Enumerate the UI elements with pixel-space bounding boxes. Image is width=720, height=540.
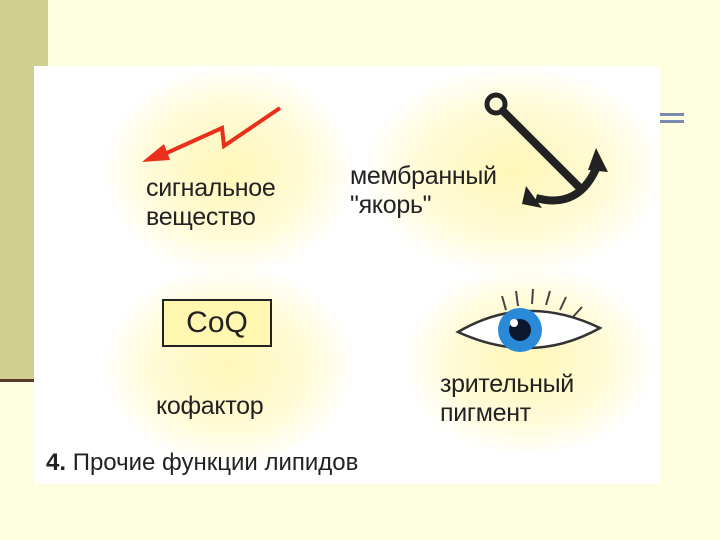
eye-icon	[455, 288, 603, 352]
highlight-glow	[364, 66, 660, 276]
highlight-glow	[104, 66, 354, 276]
figure-caption: 4. Прочие функции липидов	[46, 449, 358, 477]
slide-decoration-dash	[660, 120, 684, 123]
cofactor-label: кофактор	[156, 392, 264, 420]
highlight-glow	[104, 266, 354, 466]
membrane-anchor-label: мембранный "якорь"	[350, 162, 497, 219]
caption-text: Прочие функции липидов	[72, 449, 359, 476]
visual-pigment-label: зрительный пигмент	[440, 370, 574, 427]
slide-divider-line	[0, 379, 34, 382]
highlight-glow	[404, 266, 654, 456]
slide-decoration-dash	[660, 113, 684, 116]
signal-substance-label: сигнальное вещество	[146, 174, 276, 231]
lightning-arrow-icon	[142, 106, 282, 162]
lipid-functions-figure: сигнальное вещество мембранный "якорь" C…	[34, 66, 660, 484]
anchor-icon	[484, 92, 608, 208]
coq-box: CoQ	[162, 299, 272, 347]
caption-number: 4.	[46, 449, 67, 476]
